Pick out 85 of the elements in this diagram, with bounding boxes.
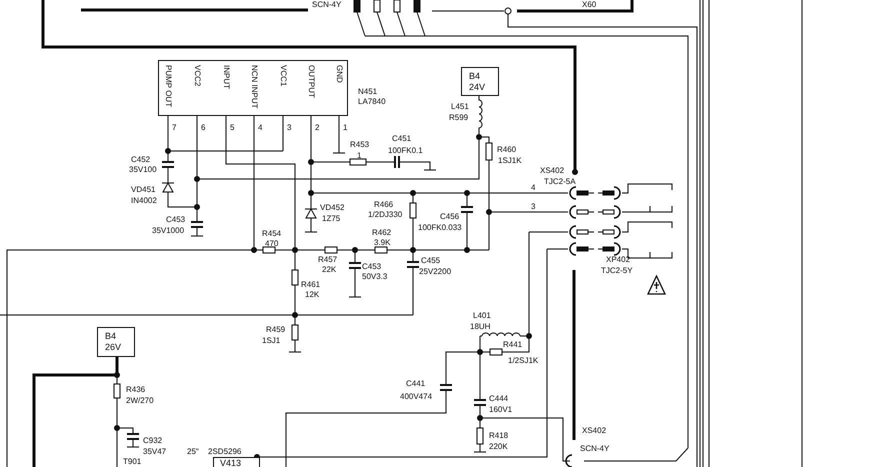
component-label: IN4002: [131, 196, 157, 205]
component-label: R462: [372, 228, 392, 237]
component-label: R461: [301, 280, 320, 289]
component-label: 100FK0.1: [388, 146, 423, 155]
component-label: 12K: [305, 290, 320, 299]
component-label: X60: [582, 0, 596, 9]
component-label: 1Z75: [322, 214, 340, 223]
component-label: 18UH: [470, 322, 490, 331]
component-label: 220K: [489, 442, 508, 451]
component-label: T901: [123, 457, 142, 466]
component-label: TJC2-5Y: [601, 266, 633, 275]
box-label: 26V: [105, 342, 122, 353]
component-label: XS402: [540, 166, 564, 175]
pin-name: GND: [335, 65, 344, 83]
component-label: 35V100: [129, 165, 157, 174]
wire: [196, 96, 482, 180]
component-label: 50V3.3: [362, 272, 388, 281]
component-label: 2W/270: [126, 396, 154, 405]
pin-name: NCN INPUT: [250, 65, 259, 109]
component-label: SCN-4Y: [312, 0, 342, 9]
power-supply-box: [461, 67, 499, 96]
component-label: R457: [318, 255, 338, 264]
component-label: R459: [266, 325, 286, 334]
component-label: 35V47: [143, 447, 166, 456]
component-label: 470: [265, 239, 278, 248]
component-label: 35V1000: [152, 226, 184, 235]
component-label: C456: [440, 212, 460, 221]
chip-label: 2SD5296: [208, 447, 242, 457]
chip-label: 2: [315, 123, 320, 133]
component-label: C444: [489, 394, 508, 403]
component-label: R436: [126, 385, 146, 394]
component-label: C455: [421, 256, 440, 265]
component-label: R454: [262, 229, 282, 238]
component-label: 22K: [322, 265, 336, 274]
chip-label: 5: [230, 123, 234, 133]
component-label: 25V2200: [419, 267, 452, 276]
component-label: 1SJ1: [262, 336, 280, 345]
component-label: 1/2SJ1K: [508, 356, 538, 365]
component-label: R466: [374, 200, 394, 209]
pin-name: VCC1: [279, 65, 288, 86]
component-label: XS402: [582, 426, 606, 435]
chip-label: N451: [358, 87, 378, 97]
box-label: V413: [220, 458, 242, 467]
component-label: 1SJ1K: [498, 156, 522, 165]
component-label: R599: [449, 113, 468, 122]
component-label: C451: [392, 134, 412, 143]
component-label: XP402: [606, 255, 630, 264]
pin-name: OUTPUT: [307, 65, 316, 98]
component-label: TJC2-5A: [544, 177, 576, 186]
chip-label: 6: [201, 123, 206, 133]
component-label: 1: [357, 151, 362, 160]
chip-label: 7: [172, 123, 176, 133]
component-label: VD452: [320, 203, 344, 212]
component-label: C453: [166, 215, 186, 224]
pin-name: INPUT: [222, 65, 231, 89]
component-label: R418: [489, 431, 508, 440]
component-label: 1/2DJ330: [368, 210, 402, 219]
component-label: C452: [131, 155, 150, 164]
component-label: C932: [143, 436, 162, 445]
component-label: R453: [350, 140, 370, 149]
component-label: 400V474: [400, 392, 432, 401]
component-label: SCN-4Y: [580, 444, 610, 453]
component-label: 3.9K: [374, 238, 390, 247]
chip-label: 25": [187, 447, 199, 457]
component-label: 100FK0.033: [418, 223, 462, 232]
component-label: 160V1: [489, 405, 512, 414]
chip-label: 4: [258, 123, 262, 133]
component-label: C453: [362, 262, 382, 271]
pin-name: VCC2: [193, 65, 202, 86]
chip-label: LA7840: [358, 97, 386, 107]
component-label: L401: [473, 311, 491, 320]
box-label: B4: [469, 71, 480, 82]
component-label: 3: [531, 202, 536, 211]
chip-label: 1: [343, 123, 348, 133]
box-label: 24V: [469, 82, 486, 93]
power-supply-box: [97, 327, 135, 357]
box-label: B4: [105, 331, 116, 342]
component-label: R460: [497, 145, 516, 154]
component-label: R441: [503, 340, 522, 349]
component-label: C441: [406, 379, 426, 388]
chip-label: 3: [287, 123, 292, 133]
pin-name: PUMP OUT: [164, 65, 173, 108]
component-label: L451: [451, 102, 469, 111]
component-label: 4: [531, 183, 536, 192]
component-label: VD451: [131, 185, 156, 194]
